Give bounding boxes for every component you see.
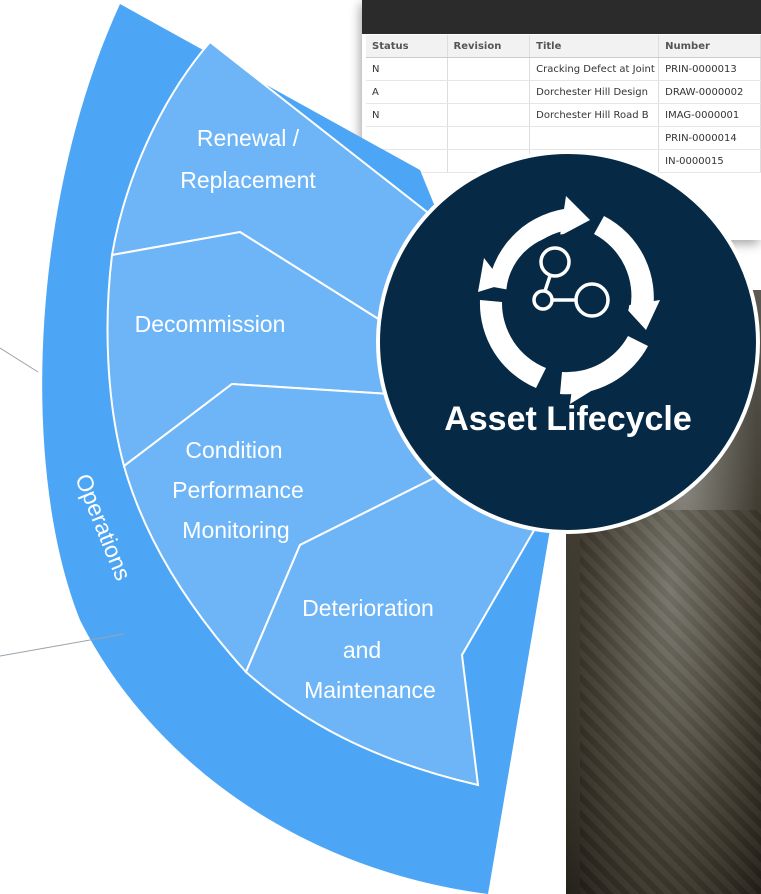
asset-lifecycle-title: Asset Lifecycle <box>444 400 692 438</box>
leader-line-top <box>0 347 39 373</box>
leader-line-bottom <box>0 633 125 657</box>
cell-title: Dorchester Hill Design <box>529 80 660 104</box>
cell-title: Dorchester Hill Road B <box>529 103 660 127</box>
cell-status <box>366 126 448 150</box>
cell-number: DRAW-0000002 <box>658 80 761 104</box>
cell-revision <box>447 126 531 150</box>
column-header-status[interactable]: Status <box>366 35 448 58</box>
cell-number: IMAG-0000001 <box>658 103 761 127</box>
cell-number: PRIN-0000013 <box>658 57 761 81</box>
column-header-revision[interactable]: Revision <box>447 35 531 58</box>
renewal-label-line1: Renewal / <box>197 125 300 151</box>
cell-title: Cracking Defect at Joint <box>529 57 660 81</box>
cell-revision <box>447 103 531 127</box>
asset-lifecycle-hub[interactable]: Asset Lifecycle <box>376 150 760 534</box>
condition-label-line3: Monitoring <box>182 517 289 543</box>
document-toolbar <box>362 0 761 34</box>
deterioration-label-line2: and <box>343 637 381 663</box>
table-row[interactable]: A Dorchester Hill Design DRAW-0000002 <box>366 80 761 104</box>
deterioration-label-line1: Deterioration <box>302 595 434 621</box>
cell-number: IN-0000015 <box>658 149 761 173</box>
cell-status: N <box>366 57 448 81</box>
table-row[interactable]: N Cracking Defect at Joint PRIN-0000013 <box>366 57 761 81</box>
deterioration-label-line3: Maintenance <box>304 677 436 703</box>
network-nodes-icon <box>532 246 610 318</box>
document-table: Status Revision Title Number N Cracking … <box>366 35 761 173</box>
table-header-row: Status Revision Title Number <box>366 35 761 58</box>
cell-revision <box>447 57 531 81</box>
column-header-title[interactable]: Title <box>529 35 660 58</box>
point-cloud-image <box>580 510 761 894</box>
condition-label-line2: Performance <box>172 477 304 503</box>
cell-status: N <box>366 103 448 127</box>
decommission-label: Decommission <box>135 311 286 337</box>
column-header-number[interactable]: Number <box>658 35 761 58</box>
table-row[interactable]: N Dorchester Hill Road B IMAG-0000001 <box>366 103 761 127</box>
cell-title <box>529 126 660 150</box>
cell-status: A <box>366 80 448 104</box>
renewal-label-line2: Replacement <box>180 167 316 193</box>
table-row[interactable]: PRIN-0000014 <box>366 126 761 150</box>
segment-deterioration-maintenance[interactable] <box>244 468 542 787</box>
condition-label-line1: Condition <box>185 437 282 463</box>
cell-number: PRIN-0000014 <box>658 126 761 150</box>
cell-revision <box>447 80 531 104</box>
